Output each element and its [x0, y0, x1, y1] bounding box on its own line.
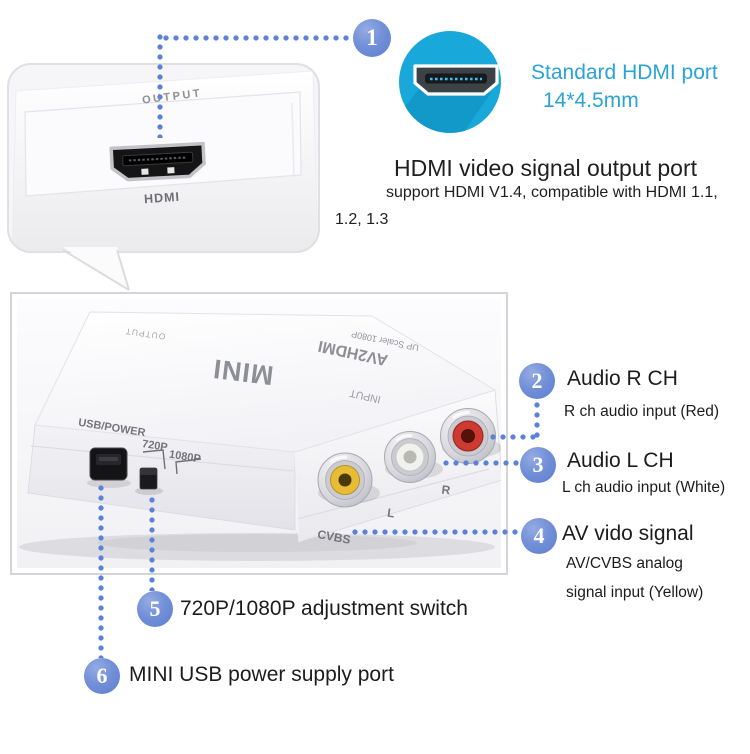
720p-position-bracket — [142, 449, 166, 470]
dotline-switch — [149, 497, 155, 591]
badge-title-line2: 14*4.5mm — [543, 89, 639, 112]
dotline-cvbs-jack — [352, 529, 520, 535]
hdmi-output-photo: OUTPUT HDMI — [11, 70, 318, 251]
callout-marker-5: 5 — [137, 591, 173, 627]
ground-shadow-inner — [97, 534, 417, 552]
device-top-face — [34, 311, 496, 453]
case-seam-left — [30, 445, 294, 472]
case-seam-right — [296, 468, 490, 520]
ground-shadow — [19, 533, 495, 561]
rca-jack-cvbs-yellow — [317, 452, 380, 508]
dotline-hdmi-vertical — [157, 34, 163, 138]
dotline-usb — [98, 485, 104, 658]
badge-title-line1: Standard HDMI port — [531, 61, 718, 84]
callout-marker-1: 1 — [353, 19, 391, 57]
callout-marker-3: 3 — [520, 447, 556, 483]
device-photo-frame: OUTPUT UP Scaler 1080P AV2HDMI MINI INPU… — [10, 292, 508, 575]
callout-5-title: 720P/1080P adjustment switch — [180, 597, 468, 620]
dotline-red-jack-vertical — [534, 402, 540, 438]
callout-2-desc: R ch audio input (Red) — [564, 403, 720, 420]
callout-marker-2: 2 — [519, 363, 555, 399]
1080p-label: 1080P — [168, 449, 201, 466]
l-label: L — [386, 506, 395, 521]
mini-usb-port — [87, 447, 131, 488]
callout-number-4: 4 — [533, 523, 545, 548]
rca-jack-r-red — [440, 408, 501, 464]
hdmi-female-port — [109, 141, 206, 182]
callout-number-3: 3 — [532, 452, 544, 477]
callout-4-title: AV vido signal — [562, 522, 694, 545]
callout-number-5: 5 — [149, 596, 161, 621]
rca-jack-l-white — [384, 431, 443, 483]
panel-seam — [291, 102, 295, 178]
callout-3-desc: L ch audio input (White) — [562, 479, 726, 496]
av2hdmi-device: OUTPUT UP Scaler 1080P AV2HDMI MINI INPU… — [19, 311, 501, 561]
callout-marker-6: 6 — [84, 658, 120, 694]
hdmi-port-badge — [399, 31, 501, 133]
dotline-hdmi-horizontal — [163, 35, 353, 41]
1080p-position-bracket — [175, 458, 202, 475]
hdmi-output-photo-bubble: OUTPUT HDMI — [7, 63, 320, 253]
device-brand-label: MINI — [211, 353, 275, 390]
cvbs-label: CVBS — [316, 527, 351, 547]
callout-marker-4: 4 — [521, 518, 557, 554]
corner-edge — [294, 451, 300, 543]
dotline-white-jack — [443, 460, 519, 466]
device-photo: OUTPUT UP Scaler 1080P AV2HDMI MINI INPU… — [17, 299, 501, 568]
callout-2-title: Audio R CH — [567, 367, 678, 390]
callout-4-desc-line1: AV/CVBS analog — [566, 555, 683, 572]
callout-4-desc-line2: signal input (Yellow) — [566, 584, 704, 601]
bubble-tail — [62, 247, 130, 291]
callout-number-6: 6 — [96, 663, 108, 688]
hdmi-port-icon — [399, 31, 501, 133]
dotline-red-jack-horizontal — [490, 434, 538, 440]
callout-6-title: MINI USB power supply port — [129, 663, 394, 686]
r-label: R — [441, 483, 451, 498]
callout-3-title: Audio L CH — [567, 449, 674, 472]
callout-number-1: 1 — [366, 25, 378, 50]
resolution-switch — [135, 467, 163, 495]
hdmi-section-body-line1: support HDMI V1.4, compatible with HDMI … — [386, 184, 718, 201]
hdmi-section-body-line2: 1.2, 1.3 — [335, 211, 389, 228]
hdmi-port-label: HDMI — [144, 190, 181, 206]
hdmi-section-heading: HDMI video signal output port — [394, 155, 697, 181]
callout-number-2: 2 — [531, 368, 543, 393]
